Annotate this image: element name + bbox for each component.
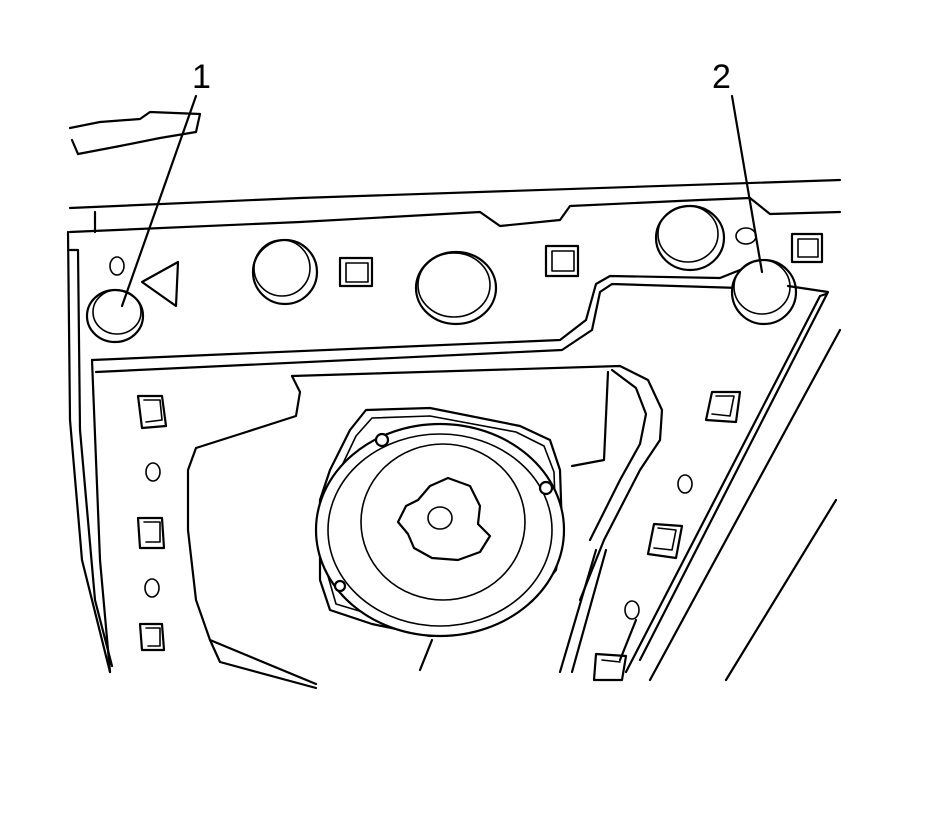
plug-1 [85, 288, 145, 344]
plug-large-a [251, 238, 319, 306]
upper-bracket [68, 110, 202, 156]
callout-label-2: 2 [712, 58, 731, 96]
plug-strip-panel [90, 260, 762, 374]
plug-2 [730, 258, 798, 326]
small-hole [109, 256, 125, 276]
square-clip-3 [790, 232, 824, 264]
triangle-marker [140, 260, 180, 308]
right-frame-rails [558, 284, 842, 682]
small-hole-2 [735, 227, 757, 245]
callout-2: 2 [712, 58, 764, 274]
plug-large-b [414, 250, 498, 326]
right-clip-column [592, 390, 742, 682]
left-clip-column [136, 394, 168, 652]
callout-label-1: 1 [192, 58, 211, 96]
speaker-assembly [314, 406, 566, 672]
plug-large-c [654, 204, 726, 272]
callout-1: 1 [120, 58, 211, 308]
square-clip-1 [338, 256, 374, 288]
speaker-housing [90, 358, 664, 690]
door-panel-top-edge [66, 178, 842, 674]
square-clip-2 [544, 244, 580, 278]
